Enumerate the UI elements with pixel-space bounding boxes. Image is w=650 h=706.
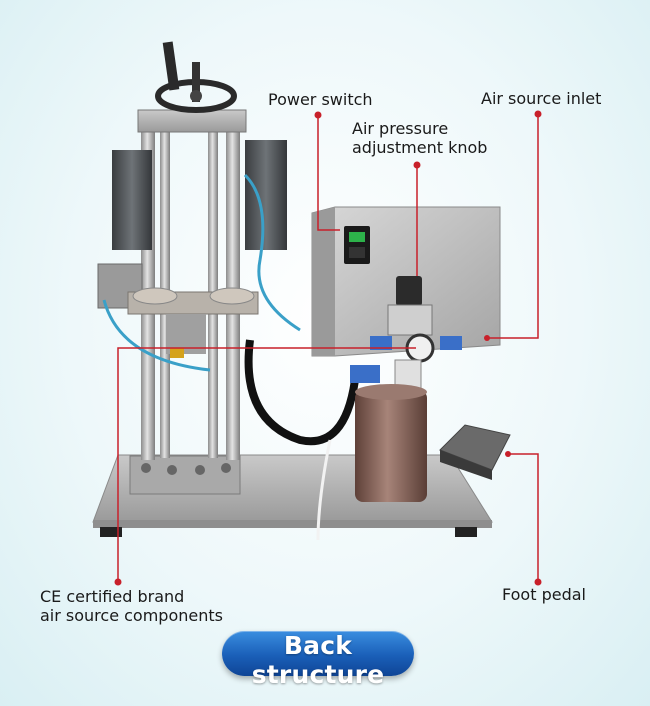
callout-dots [114, 110, 542, 586]
capping-carriage [97, 263, 259, 358]
air-hoses [102, 173, 359, 541]
label-ce-components: CE certified brand air source components [40, 587, 223, 625]
label-foot-pedal: Foot pedal [502, 585, 586, 604]
label-ce-line2: air source components [40, 606, 223, 625]
label-air-pressure-knob: Air pressure adjustment knob [352, 119, 487, 157]
label-ce-line1: CE certified brand [40, 587, 185, 606]
lower-block [129, 455, 241, 495]
label-power-switch: Power switch [268, 90, 373, 109]
motors [112, 140, 287, 250]
bronze-cylinder [355, 384, 427, 502]
label-air-source-inlet: Air source inlet [481, 89, 602, 108]
callout-lines [117, 114, 539, 582]
handwheel-assembly [137, 41, 247, 133]
label-knob-line2: adjustment knob [352, 138, 488, 157]
label-knob-line1: Air pressure [352, 119, 449, 138]
back-structure-button[interactable]: Back structure [222, 631, 414, 689]
foot-pedal [439, 424, 511, 480]
